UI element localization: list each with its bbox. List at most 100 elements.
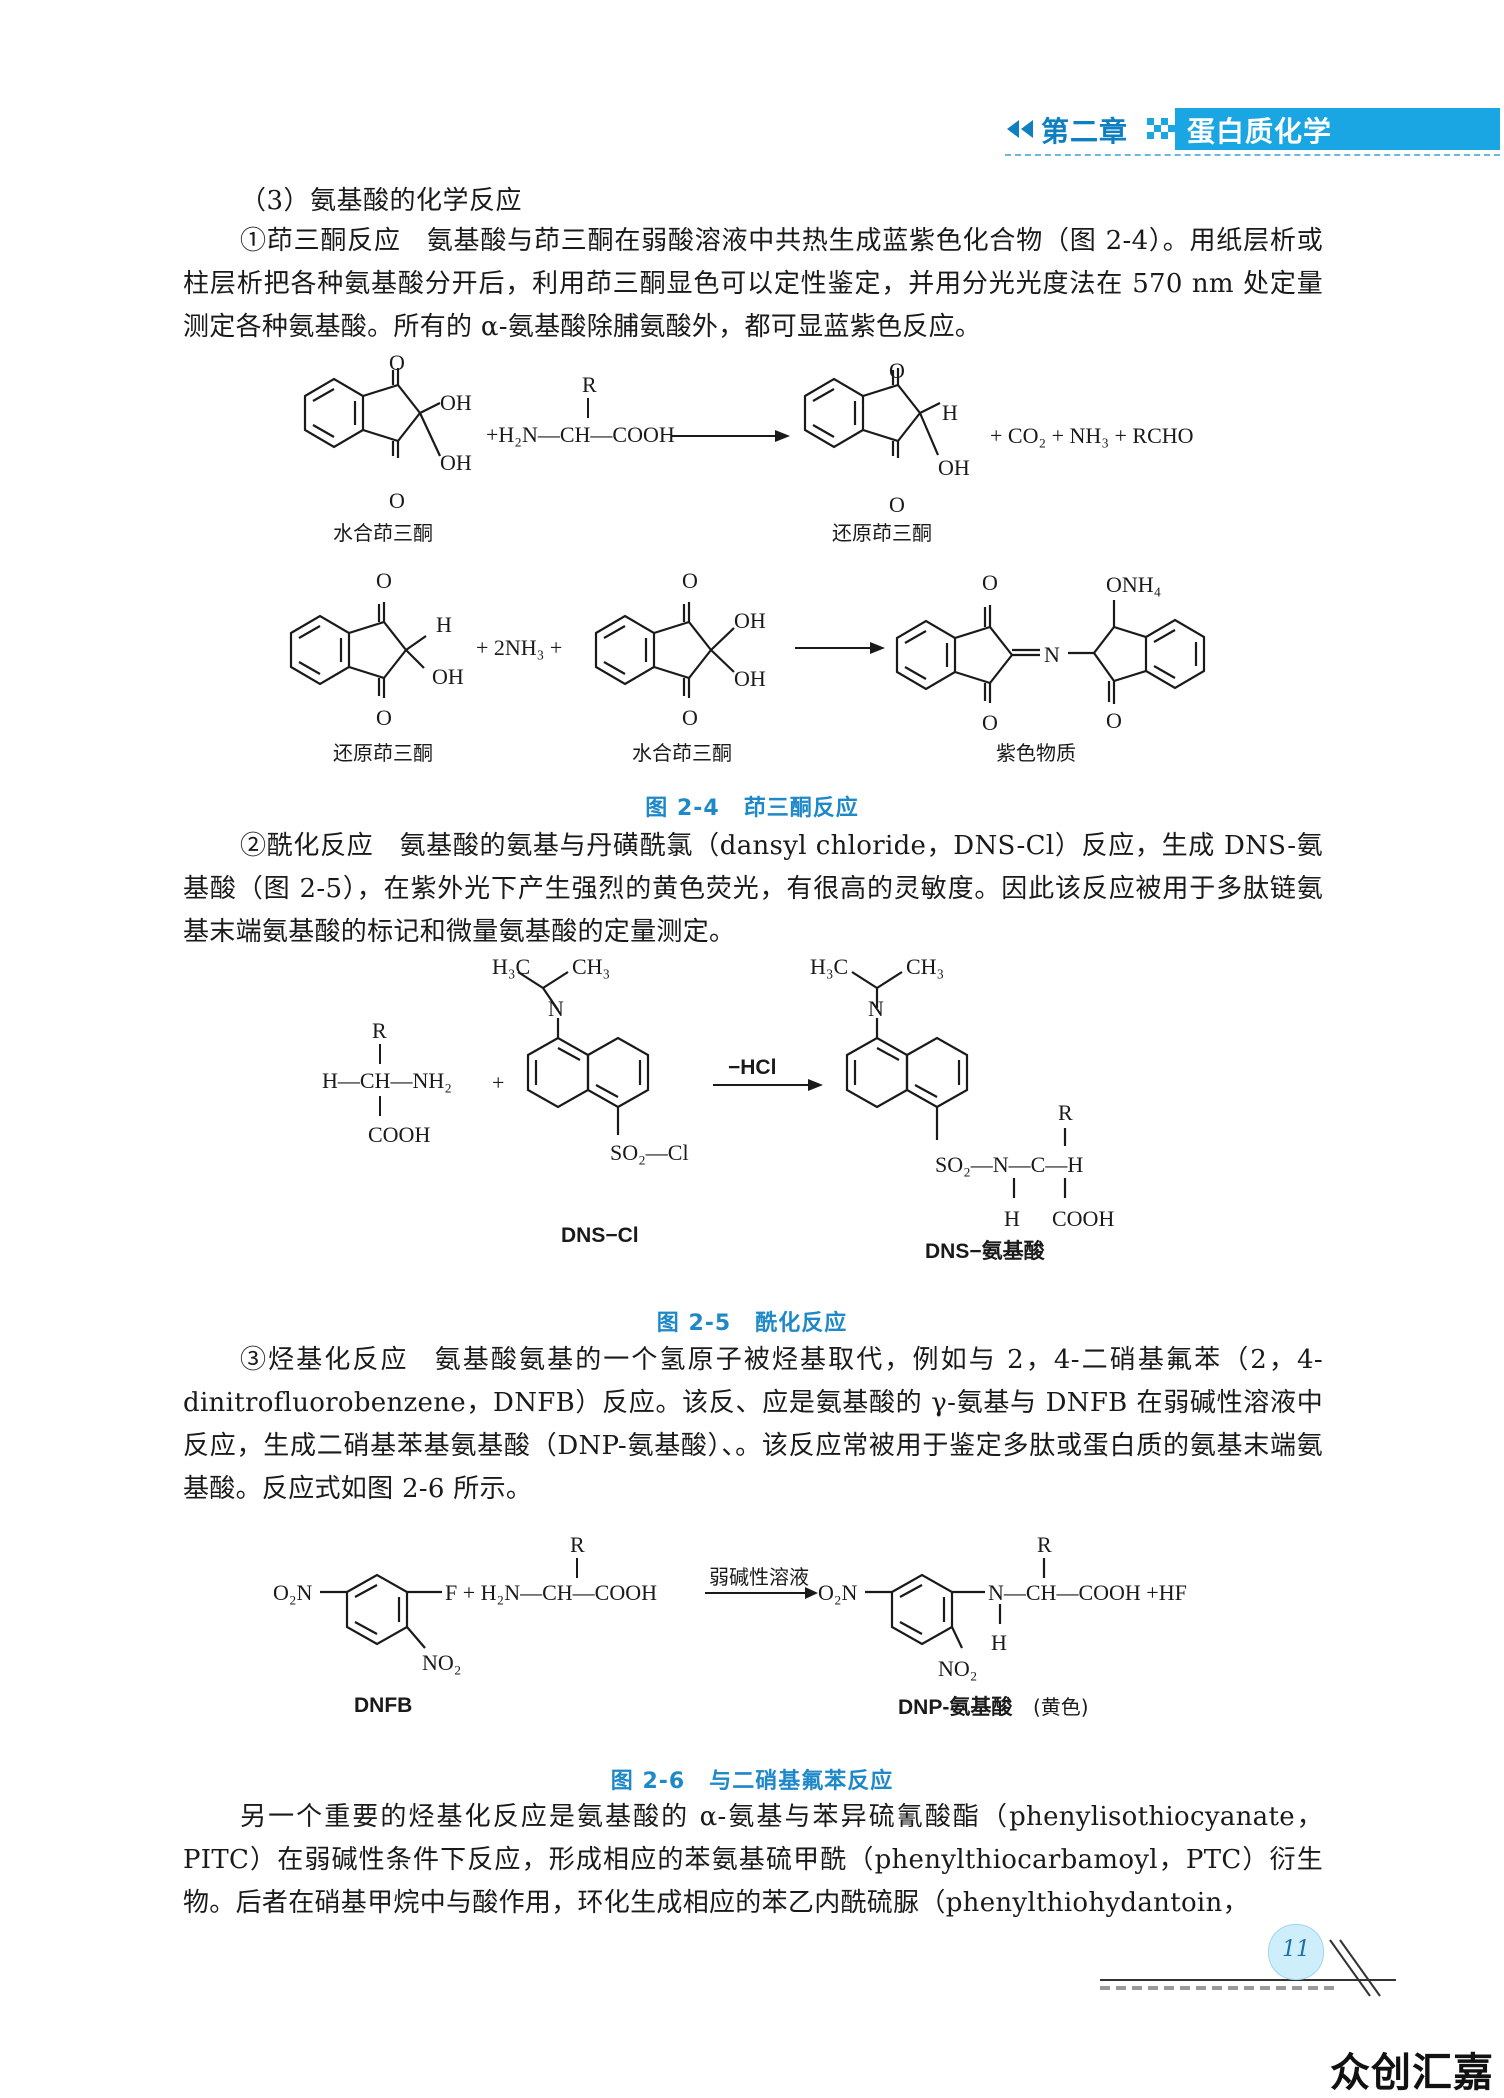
paragraph-ninhydrin: ①茚三酮反应氨基酸与茚三酮在弱酸溶液中共热生成蓝紫色化合物（图 2-4）。用纸层… xyxy=(183,220,1323,349)
paragraph-pitc: 另一个重要的烃基化反应是氨基酸的 α-氨基与苯异硫氰酸酯（phenylisoth… xyxy=(183,1802,1323,1918)
paragraph-title: ①茚三酮反应 xyxy=(240,226,401,256)
amino-acid-formula: +H₂N—CH—COOH xyxy=(486,422,675,447)
chapter-label: 第二章 xyxy=(1041,115,1129,148)
atom-o: O xyxy=(982,710,998,735)
ruhemann-purple-structure xyxy=(895,600,1206,704)
hydrated-ninhydrin-structure xyxy=(303,368,441,458)
paragraph-title: ②酰化反应 xyxy=(240,831,374,861)
atom-h: H xyxy=(942,400,958,425)
atom-o: O xyxy=(389,488,405,513)
atom-oh: OH xyxy=(938,455,970,480)
caption-number: 图 2-6 xyxy=(610,1769,686,1794)
paragraph-alkylation: ③烃基化反应氨基酸氨基的一个氢原子被烃基取代，例如与 2，4-二硝基氟苯（2，4… xyxy=(183,1339,1323,1511)
r-group: R xyxy=(1037,1532,1052,1557)
atom-oh: OH xyxy=(440,390,472,415)
label-dns-cl: DNS−Cl xyxy=(561,1224,639,1247)
atom-h: H xyxy=(991,1630,1007,1655)
methyl-ch3: CH₃ xyxy=(906,954,944,979)
atom-o: O xyxy=(682,568,698,593)
page-number-circle: 11 xyxy=(1268,1924,1324,1980)
label-dnp-amino-acid: DNP-氨基酸 xyxy=(898,1695,1013,1719)
atom-o: O xyxy=(1106,708,1122,733)
atom-o: O xyxy=(889,358,905,383)
atom-o: O xyxy=(376,705,392,730)
chapter-title-bar: 蛋白质化学 xyxy=(1175,108,1500,150)
paragraph-acylation: ②酰化反应氨基酸的氨基与丹磺酰氯（dansyl chloride，DNS-Cl）… xyxy=(183,825,1323,954)
footer-decoration-icon xyxy=(1100,1939,1396,1997)
plus-sign: + xyxy=(492,1070,504,1095)
atom-h: H xyxy=(436,612,452,637)
section-heading: （3）氨基酸的化学反应 xyxy=(240,186,523,216)
atom-o: O xyxy=(376,568,392,593)
label-reduced-ninhydrin-2: 还原茚三酮 xyxy=(333,741,433,765)
atom-n: N xyxy=(868,996,884,1021)
atom-n: N xyxy=(548,996,564,1021)
paragraph-body: 氨基酸与茚三酮在弱酸溶液中共热生成蓝紫色化合物（图 2-4）。用纸层析或柱层析把… xyxy=(183,226,1323,342)
label-dns-amino-acid: DNS−氨基酸 xyxy=(925,1239,1046,1263)
caption-title: 酰化反应 xyxy=(755,1311,848,1336)
atom-o: O xyxy=(682,705,698,730)
watermark-text: 众创汇嘉 xyxy=(1330,2050,1494,2096)
label-yellow-note: (黄色) xyxy=(1033,1695,1089,1719)
atom-oh: OH xyxy=(734,608,766,633)
label-reduced-ninhydrin: 还原茚三酮 xyxy=(832,521,932,545)
label-hydrated-ninhydrin: 水合茚三酮 xyxy=(333,521,433,545)
double-chevron-left-icon xyxy=(1007,120,1033,138)
label-purple-product: 紫色物质 xyxy=(996,741,1076,765)
atom-oh: OH xyxy=(432,664,464,689)
r-group: R xyxy=(582,372,597,397)
atom-oh: OH xyxy=(734,666,766,691)
nitro-no2: NO₂ xyxy=(938,1656,977,1681)
plus-ammonia: + 2NH₃ + xyxy=(476,635,562,660)
r-group: R xyxy=(1058,1100,1073,1125)
caption-number: 图 2-5 xyxy=(656,1311,732,1336)
chapter-title: 蛋白质化学 xyxy=(1187,115,1333,148)
atom-oh: OH xyxy=(440,450,472,475)
reduced-ninhydrin-structure xyxy=(803,368,941,458)
checker-decoration-icon xyxy=(1147,118,1175,139)
arrow-label: −HCl xyxy=(728,1056,776,1079)
hydrated-ninhydrin-structure-2 xyxy=(594,602,735,698)
product-formula: N—CH—COOH +HF xyxy=(988,1580,1187,1605)
figure-2-4-caption: 图 2-4 茚三酮反应 xyxy=(0,790,1504,822)
r-group: R xyxy=(570,1532,585,1557)
figure-2-5-caption: 图 2-5 酰化反应 xyxy=(0,1305,1504,1337)
r-group: R xyxy=(372,1018,387,1043)
caption-title: 与二硝基氟苯反应 xyxy=(709,1769,894,1794)
label-hydrated-ninhydrin-2: 水合茚三酮 xyxy=(632,741,732,765)
dnp-amino-acid-structure xyxy=(865,1558,1046,1649)
nitro-o2n: O₂N xyxy=(273,1580,313,1605)
reactants-formula: F + H₂N—CH—COOH xyxy=(445,1580,657,1605)
caption-title: 茚三酮反应 xyxy=(743,796,859,821)
sulfonyl-chloride: SO₂—Cl xyxy=(610,1140,689,1165)
paragraph-body: 氨基酸的氨基与丹磺酰氯（dansyl chloride，DNS-Cl）反应，生成… xyxy=(183,831,1323,947)
sulfonamide-formula: SO₂—N—C—H xyxy=(935,1152,1083,1177)
cooh-group: COOH xyxy=(1052,1206,1114,1231)
nitro-no2: NO₂ xyxy=(422,1650,461,1675)
methyl-ch3: CH₃ xyxy=(572,954,610,979)
page-number-block: 11 xyxy=(1100,1920,1400,2000)
atom-o: O xyxy=(389,350,405,375)
nitro-o2n: O₂N xyxy=(818,1580,858,1605)
atom-o: O xyxy=(982,570,998,595)
cooh-group: COOH xyxy=(368,1122,430,1147)
methyl-h3c: H₃C xyxy=(810,954,848,979)
atom-h: H xyxy=(1004,1206,1020,1231)
page-number: 11 xyxy=(1282,1937,1310,1962)
dnfb-structure xyxy=(320,1573,442,1649)
figure-2-6-caption: 图 2-6 与二硝基氟苯反应 xyxy=(0,1763,1504,1795)
reduced-ninhydrin-structure-2 xyxy=(289,602,427,698)
dns-amino-acid-structure xyxy=(845,971,1067,1198)
running-header: 第二章 蛋白质化学 xyxy=(1005,108,1500,156)
atom-onh4: ONH₄ xyxy=(1106,572,1161,597)
dansyl-chloride-structure xyxy=(517,971,650,1135)
label-dnfb: DNFB xyxy=(354,1694,412,1717)
paragraph-body: 氨基酸氨基的一个氢原子被烃基取代，例如与 2，4-二硝基氟苯（2，4-dinit… xyxy=(183,1345,1323,1504)
header-dashed-rule xyxy=(1005,154,1500,156)
amino-acid-formula: H—CH—NH₂ xyxy=(322,1068,452,1093)
caption-number: 图 2-4 xyxy=(645,796,720,821)
atom-n: N xyxy=(1044,642,1060,667)
paragraph-title: ③烃基化反应 xyxy=(240,1345,409,1375)
atom-o: O xyxy=(889,492,905,517)
